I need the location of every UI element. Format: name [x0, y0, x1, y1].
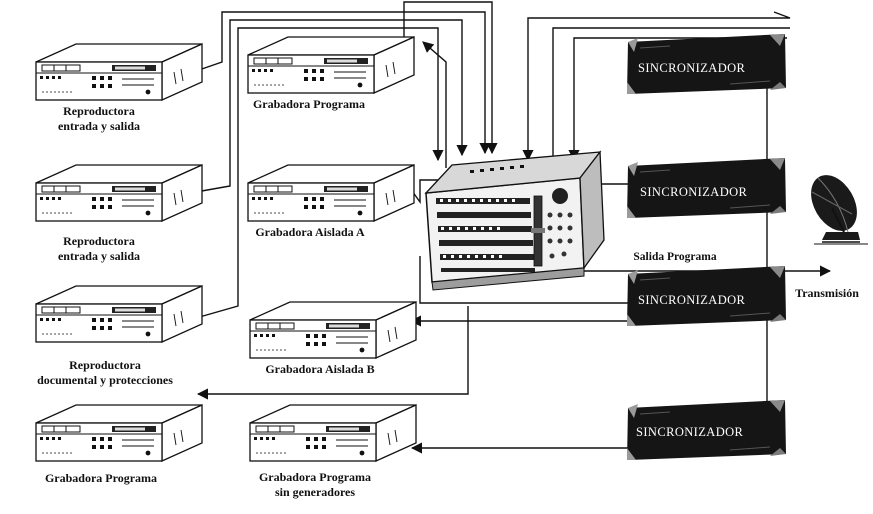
svg-text:SINCRONIZADOR: SINCRONIZADOR [638, 293, 746, 307]
source-vcr-3 [35, 285, 203, 343]
synchronizer-1: SINCRONIZADOR [626, 33, 787, 95]
svg-text:SINCRONIZADOR: SINCRONIZADOR [636, 425, 744, 439]
svg-text:SINCRONIZADOR: SINCRONIZADOR [640, 185, 748, 199]
source-3-line2: documental y protecciones [37, 373, 173, 387]
source-2-line2: entrada y salida [57, 249, 140, 263]
source-vcr-2 [35, 164, 203, 222]
recorder-programa-bottom [35, 404, 203, 462]
synchronizer-4: SINCRONIZADOR [626, 399, 787, 461]
source-vcr-1 [35, 43, 203, 101]
output-label: Salida Programa [633, 251, 717, 263]
video-switcher [424, 150, 605, 291]
source-2-line1: Reproductora [63, 234, 135, 248]
satellite-dish-icon [811, 175, 868, 245]
source-2-label: Reproductora entrada y salida [44, 234, 154, 264]
source-3-line1: Reproductora [69, 358, 141, 372]
recorder-aislada-b [249, 301, 417, 359]
synchronizer-2: SINCRONIZADOR [626, 157, 787, 219]
synchronizer-3: SINCRONIZADOR [626, 265, 787, 327]
source-3-label: Reproductora documental y protecciones [30, 358, 180, 388]
recorder-aislada-a [247, 164, 415, 222]
recorder-aislada-a-label: Grabadora Aislada A [255, 225, 365, 239]
recorder-programa-bottom-label: Grabadora Programa [44, 471, 158, 485]
svg-text:SINCRONIZADOR: SINCRONIZADOR [638, 61, 746, 75]
source-1-line2: entrada y salida [57, 119, 140, 133]
source-1-label: Reproductora entrada y salida [44, 104, 154, 134]
recorder-sin-generadores [249, 404, 417, 462]
recorder-programa-top [247, 36, 415, 94]
source-1-line1: Reproductora [63, 104, 135, 118]
sin-gen-line1: Grabadora Programa [258, 470, 372, 484]
recorder-sin-generadores-label: Grabadora Programa sin generadores [250, 470, 380, 500]
recorder-programa-top-label: Grabadora Programa [252, 97, 366, 111]
recorder-aislada-b-label: Grabadora Aislada B [265, 362, 375, 376]
transmission-label: Transmisión [795, 286, 859, 300]
sin-gen-line2: sin generadores [274, 485, 356, 499]
